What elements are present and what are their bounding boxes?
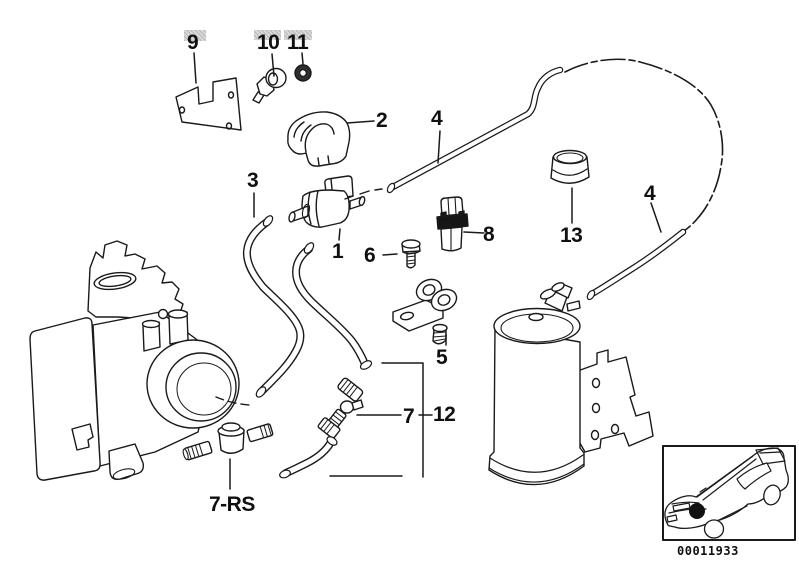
callout-6[interactable]: 6 — [364, 244, 376, 267]
callout-highlight-10 — [254, 30, 281, 40]
screw-6-drawing — [401, 239, 421, 269]
callout-7rs[interactable]: 7-RS — [209, 493, 255, 516]
hose-3-drawing — [242, 215, 305, 398]
callout-4b[interactable]: 4 — [644, 182, 656, 205]
fitting-7rs-drawing — [182, 422, 274, 461]
callout-2[interactable]: 2 — [376, 109, 388, 132]
callout-10[interactable]: 10 — [257, 31, 280, 54]
callout-12[interactable]: 12 — [433, 403, 456, 426]
valve-8-drawing — [436, 196, 469, 252]
valve-10-drawing — [252, 67, 287, 104]
location-dot — [689, 503, 705, 519]
callout-7[interactable]: 7 — [403, 405, 415, 428]
bracket-9-drawing — [175, 77, 242, 131]
nut-11-drawing — [294, 64, 312, 82]
callout-highlight-9 — [184, 30, 206, 41]
callout-1[interactable]: 1 — [332, 240, 344, 263]
callout-8[interactable]: 8 — [483, 223, 495, 246]
callout-13[interactable]: 13 — [560, 224, 583, 247]
hose-12-lower-drawing — [279, 436, 338, 479]
callout-4a[interactable]: 4 — [431, 107, 443, 130]
throttle-body-drawing — [29, 240, 251, 481]
pipe-4-drawing — [386, 58, 724, 301]
cap-13-drawing — [550, 149, 590, 184]
bracket-5-drawing — [392, 278, 458, 345]
callout-3[interactable]: 3 — [247, 169, 259, 192]
canister-drawing — [488, 282, 654, 486]
callout-9[interactable]: 9 — [187, 31, 199, 54]
diagram-image-number: 00011933 — [677, 544, 739, 558]
leader-lines — [193, 52, 662, 490]
valve-1-drawing — [288, 175, 383, 228]
callout-highlight-11 — [284, 30, 312, 40]
car-locator-box — [662, 445, 796, 541]
hose-12-upper-drawing — [292, 242, 373, 370]
callout-5[interactable]: 5 — [436, 346, 448, 369]
clamp-2-drawing — [287, 111, 351, 167]
callout-11[interactable]: 11 — [287, 31, 309, 54]
inline-fitting-7-drawing — [317, 377, 364, 439]
